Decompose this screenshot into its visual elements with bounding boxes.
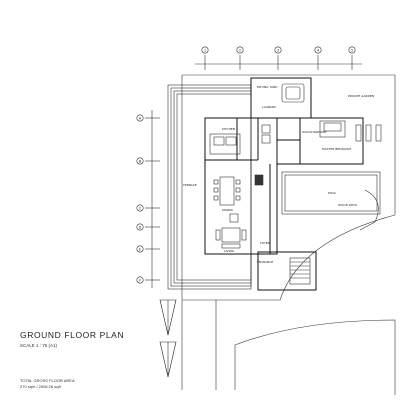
room-private-garden: PRIVATE GARDEN xyxy=(348,94,374,98)
area-label: TOTAL GROSS FLOOR AREA xyxy=(20,378,75,383)
grid-bubble-3 xyxy=(274,46,282,54)
room-foyer: FOYER xyxy=(260,241,270,245)
grid-bubble-1 xyxy=(201,46,209,54)
grid-bubble-c xyxy=(136,204,144,212)
house-walls xyxy=(204,77,364,291)
grid-label-c: C xyxy=(139,206,142,210)
grid-bubble-d xyxy=(136,223,144,231)
grid-label-d: D xyxy=(139,225,142,229)
grid-bubble-4 xyxy=(314,46,322,54)
room-master-bedroom: MASTER BEDROOM xyxy=(322,147,351,151)
area-value: 270 sqm / 2906.26 sqft xyxy=(20,384,61,389)
plan-title: GROUND FLOOR PLAN xyxy=(20,330,125,340)
plan-scale: SCALE 1 : 75 (A1) xyxy=(20,343,58,348)
room-kitchen: KITCHEN xyxy=(222,127,235,131)
room-laundry: LAUNDRY xyxy=(262,105,276,109)
grid-bubble-e xyxy=(136,245,144,253)
room-wood-deck: WOOD DECK xyxy=(338,203,358,207)
grid-label-4: 4 xyxy=(317,49,320,53)
site-boundary xyxy=(181,74,396,395)
room-drying-yard: DRYING YARD xyxy=(257,85,278,89)
room-walk-in-wardrobe: WALK-IN WARDROBE xyxy=(302,131,327,134)
pool-outline xyxy=(281,171,381,231)
grid-bubble-b xyxy=(136,157,144,165)
grid-top: 1 2 3 4 5 xyxy=(195,46,362,70)
room-dining: DINING xyxy=(222,208,234,212)
grid-label-a: A xyxy=(139,116,142,120)
north-arrow-icon xyxy=(159,299,177,378)
grid-bubble-a xyxy=(136,114,144,122)
grid-label-e: E xyxy=(139,247,142,251)
grid-label-b: B xyxy=(139,159,142,163)
grid-bubble-f xyxy=(136,276,144,284)
terrace-steps xyxy=(167,84,252,290)
grid-label-2: 2 xyxy=(239,49,241,53)
room-pool: POOL xyxy=(328,191,337,195)
grid-label-1: 1 xyxy=(204,49,206,53)
grid-label-5: 5 xyxy=(351,49,353,53)
room-entrance: ENTRANCE xyxy=(257,260,273,264)
room-living: LIVING xyxy=(224,249,235,253)
grid-left: A B C D E F xyxy=(136,110,160,288)
grid-bubble-5 xyxy=(348,46,356,54)
grid-label-3: 3 xyxy=(277,49,279,53)
grid-label-f: F xyxy=(139,278,141,282)
grid-bubble-2 xyxy=(236,46,244,54)
room-terrace: TERRACE xyxy=(182,183,197,187)
